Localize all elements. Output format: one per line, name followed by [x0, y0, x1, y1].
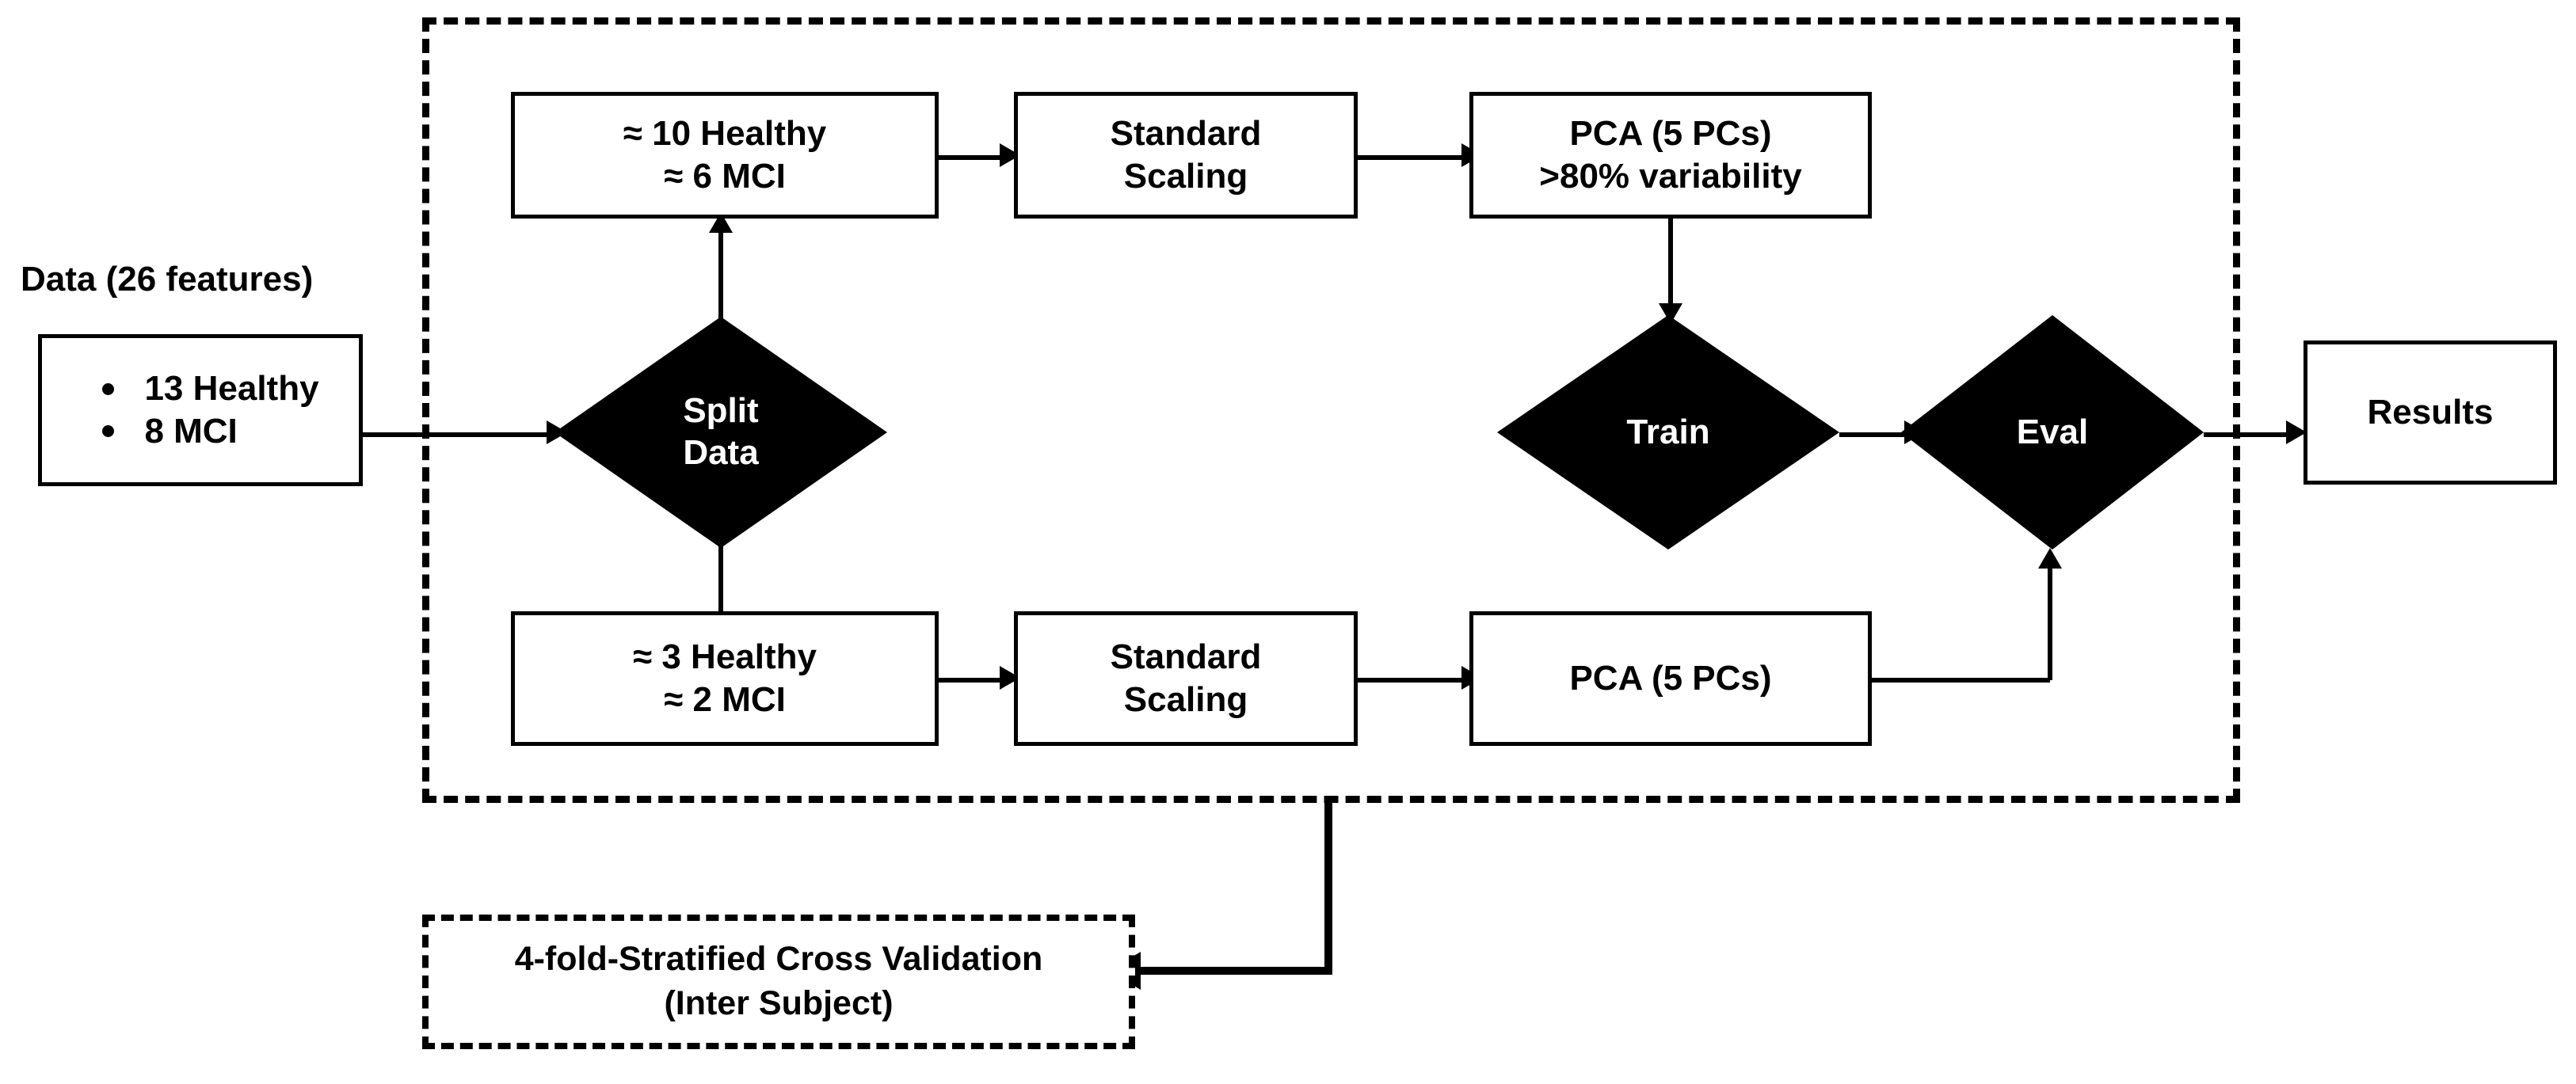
- test-split-box: ≈ 3 Healthy ≈ 2 MCI: [511, 611, 939, 746]
- test-scaling-line-1: Standard: [1110, 637, 1262, 677]
- test-scaling-line-2: Scaling: [1123, 680, 1248, 719]
- connector-test-split-to-scaling: [939, 678, 1008, 683]
- test-scaling-box: Standard Scaling: [1014, 611, 1358, 746]
- connector-test-pca-right: [1872, 678, 2050, 683]
- connector-split-to-test-split: [718, 546, 723, 622]
- train-pca-line-1: PCA (5 PCs): [1569, 114, 1772, 154]
- bullet-dot-icon: [102, 425, 115, 438]
- connector-pipeline-to-cv-horizontal: [1139, 967, 1332, 975]
- connector-split-to-train-split: [718, 230, 723, 318]
- eval-diamond: Eval: [1901, 315, 2204, 550]
- arrowhead-test-pca-to-eval: [2038, 548, 2062, 569]
- cross-validation-pipeline-container: [422, 17, 2240, 803]
- connector-train-split-to-scaling: [939, 155, 1008, 160]
- cross-validation-box: 4-fold-Stratified Cross Validation (Inte…: [422, 915, 1135, 1049]
- data-box-line-2: 8 MCI: [144, 412, 238, 451]
- data-box-line-1: 13 Healthy: [144, 369, 319, 409]
- train-pca-box: PCA (5 PCs) >80% variability: [1469, 92, 1872, 219]
- train-split-box: ≈ 10 Healthy ≈ 6 MCI: [511, 92, 939, 219]
- connector-test-pca-up-to-eval: [2048, 567, 2052, 680]
- data-caption: Data (26 features): [21, 260, 314, 299]
- train-label: Train: [1626, 412, 1710, 451]
- test-pca-label: PCA (5 PCs): [1569, 659, 1772, 698]
- results-label: Results: [2367, 393, 2494, 432]
- train-diamond: Train: [1497, 315, 1839, 550]
- test-pca-box: PCA (5 PCs): [1469, 611, 1872, 746]
- connector-train-scaling-to-pca: [1358, 155, 1470, 160]
- bullet-dot-icon: [102, 382, 115, 395]
- results-box: Results: [2304, 340, 2557, 485]
- connector-data-to-split: [363, 432, 551, 437]
- train-split-line-2: ≈ 6 MCI: [664, 157, 786, 196]
- cv-line-2: (Inter Subject): [664, 984, 894, 1022]
- data-box: 13 Healthy 8 MCI: [38, 334, 363, 486]
- list-item: 8 MCI: [102, 410, 318, 453]
- train-scaling-line-2: Scaling: [1123, 157, 1248, 196]
- connector-test-scaling-to-pca: [1358, 678, 1470, 683]
- train-split-line-1: ≈ 10 Healthy: [623, 114, 827, 154]
- train-scaling-line-1: Standard: [1110, 114, 1262, 154]
- data-box-bullets: 13 Healthy 8 MCI: [82, 367, 319, 453]
- list-item: 13 Healthy: [102, 367, 319, 410]
- split-data-label: Split Data: [683, 391, 759, 472]
- connector-eval-to-results: [2204, 432, 2295, 437]
- eval-label: Eval: [2016, 412, 2089, 451]
- test-split-line-2: ≈ 2 MCI: [664, 680, 786, 719]
- test-split-line-1: ≈ 3 Healthy: [632, 637, 817, 677]
- split-data-diamond: Split Data: [554, 317, 887, 548]
- connector-pipeline-to-cv-vertical: [1324, 800, 1332, 971]
- train-scaling-box: Standard Scaling: [1014, 92, 1358, 219]
- connector-train-pca-to-train: [1668, 219, 1673, 308]
- train-pca-line-2: >80% variability: [1539, 157, 1802, 196]
- connector-train-to-eval: [1839, 432, 1912, 437]
- cv-line-1: 4-fold-Stratified Cross Validation: [514, 940, 1043, 979]
- arrowhead-eval-to-results: [2286, 420, 2307, 444]
